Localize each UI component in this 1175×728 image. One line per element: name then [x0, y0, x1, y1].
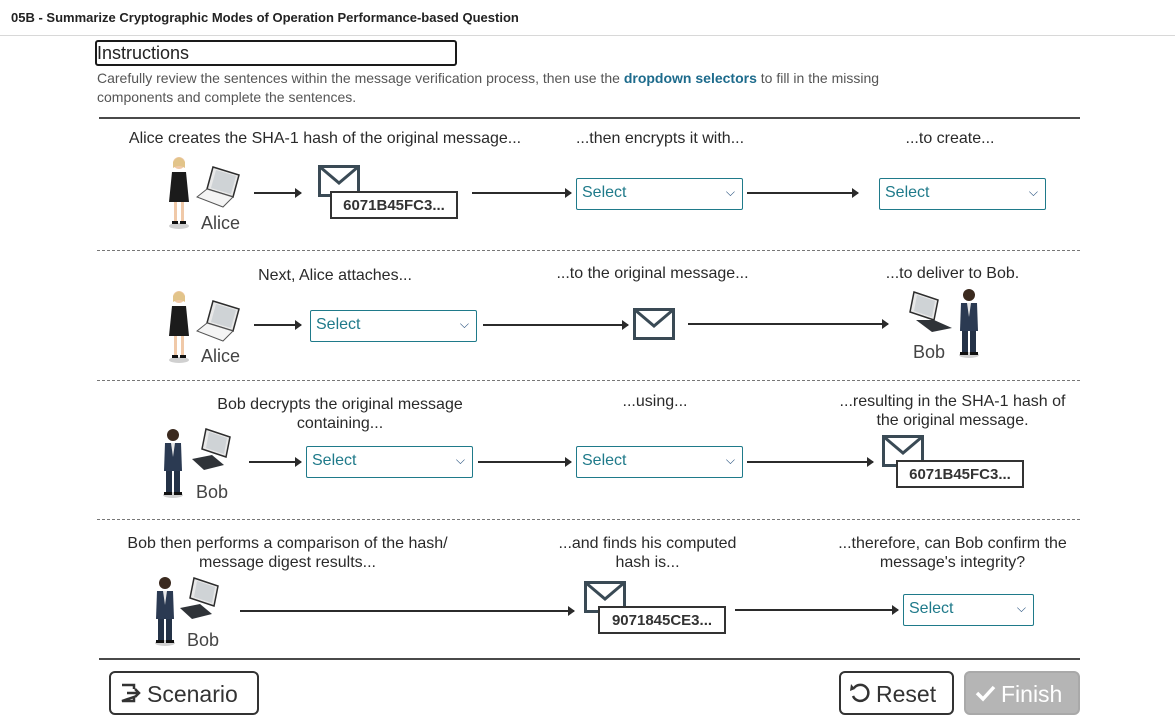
flow-arrow	[483, 320, 629, 330]
check-icon	[975, 685, 996, 702]
row-divider	[97, 250, 1080, 251]
person-female-icon	[169, 157, 189, 229]
dropdown-value: Select	[582, 184, 627, 201]
chevron-down-icon: ⌵	[459, 317, 469, 331]
scenario-label: Scenario	[147, 681, 238, 707]
dropdown-value: Select	[909, 600, 954, 617]
chevron-down-icon: ⌵	[455, 453, 465, 467]
flow-arrow	[735, 605, 899, 615]
flow-arrow	[478, 457, 572, 467]
laptop-icon	[192, 428, 231, 470]
instructions-heading-box	[95, 40, 457, 66]
row2-label-2: ...to the original message...	[556, 265, 749, 282]
person-male-icon	[959, 289, 979, 358]
chevron-down-icon: ⌵	[1016, 601, 1026, 615]
laptop-icon	[909, 291, 952, 332]
title-bar	[0, 0, 1175, 36]
dropdown-value: Select	[312, 452, 357, 469]
person-male-icon	[163, 429, 183, 498]
dropdown-value: Select	[885, 184, 930, 201]
instructions-link-text: dropdown selectors	[623, 70, 757, 86]
instructions-text-start: Carefully review the sentences within th…	[97, 70, 624, 86]
flow-arrow	[249, 457, 302, 467]
row1-dropdown-1[interactable]: Select ⌵	[576, 178, 743, 210]
person-name-bob: Bob	[187, 630, 220, 650]
flow-arrow	[254, 320, 302, 330]
top-rule	[99, 117, 1080, 119]
row4-label-3: ...therefore, can Bob confirm the messag…	[838, 535, 1067, 571]
row1-label-2: ...then encrypts it with...	[575, 130, 745, 147]
chevron-down-icon: ⌵	[725, 453, 735, 467]
envelope-icon	[633, 308, 675, 340]
dropdown-value: Select	[316, 316, 361, 333]
instructions-text-end: to fill in the missing components and co…	[97, 70, 880, 105]
row2-label-1: Next, Alice attaches...	[258, 267, 412, 284]
hash-value: 6071B45FC3...	[896, 460, 1024, 488]
row1-label-3: ...to create...	[905, 130, 995, 147]
instructions-text: Carefully review the sentences within th…	[97, 69, 947, 107]
finish-label: Finish	[1001, 681, 1063, 707]
person-name-bob: Bob	[196, 482, 229, 502]
chevron-down-icon: ⌵	[725, 185, 735, 199]
chevron-down-icon: ⌵	[1028, 185, 1038, 199]
flow-arrow	[472, 188, 572, 198]
row1-dropdown-2[interactable]: Select ⌵	[879, 178, 1046, 210]
flow-arrow	[747, 188, 859, 198]
row2-label-3: ...to deliver to Bob.	[885, 265, 1020, 282]
row2-dropdown-1[interactable]: Select ⌵	[310, 310, 477, 342]
row3-label-3: ...resulting in the SHA-1 hash of the or…	[839, 393, 1066, 429]
person-male-icon	[155, 577, 175, 646]
row3-dropdown-2[interactable]: Select ⌵	[576, 446, 743, 478]
reset-label: Reset	[876, 681, 937, 707]
hash-value: 6071B45FC3...	[330, 191, 458, 219]
scenario-button[interactable]: Scenario	[109, 671, 259, 715]
flow-arrow	[240, 606, 575, 616]
row-divider	[97, 380, 1080, 381]
row4-label-2: ...and finds his computed hash is...	[558, 535, 737, 571]
flow-arrow	[688, 319, 889, 329]
flow-arrow	[254, 188, 302, 198]
finish-button[interactable]: Finish	[964, 671, 1080, 715]
row4-label-1: Bob then performs a comparison of the ha…	[127, 535, 448, 571]
row3-label-2: ...using...	[622, 393, 688, 410]
row4-dropdown-1[interactable]: Select ⌵	[903, 594, 1034, 626]
reset-button[interactable]: Reset	[839, 671, 954, 715]
bottom-rule	[99, 658, 1080, 660]
row-divider	[97, 519, 1080, 520]
laptop-icon	[196, 166, 240, 208]
instructions-heading: Instructions	[97, 43, 190, 63]
laptop-icon	[180, 577, 219, 619]
person-name-bob: Bob	[913, 342, 946, 362]
flow-arrow	[747, 457, 874, 467]
person-name-alice: Alice	[201, 213, 241, 233]
row3-dropdown-1[interactable]: Select ⌵	[306, 446, 473, 478]
export-icon	[121, 683, 141, 703]
hash-value: 9071845CE3...	[598, 606, 726, 634]
reset-icon	[850, 683, 870, 703]
row3-label-1: Bob decrypts the original message contai…	[217, 396, 463, 432]
person-female-icon	[169, 291, 189, 363]
dropdown-value: Select	[582, 452, 627, 469]
person-name-alice: Alice	[201, 346, 241, 366]
row1-label-1: Alice creates the SHA-1 hash of the orig…	[128, 130, 522, 147]
page-title: 05B - Summarize Cryptographic Modes of O…	[11, 10, 519, 25]
laptop-icon	[196, 300, 240, 342]
